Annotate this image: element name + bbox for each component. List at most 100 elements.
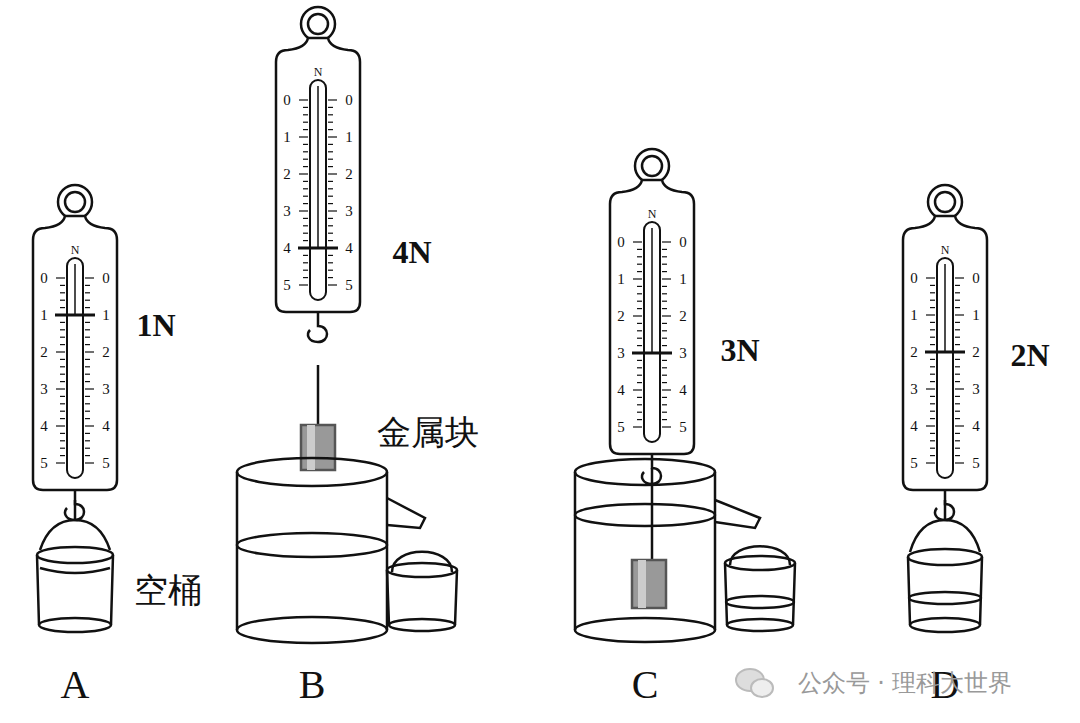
scale-number: 4 <box>972 419 980 434</box>
tick <box>633 389 642 390</box>
tick <box>85 374 90 375</box>
tick <box>303 277 308 278</box>
tick <box>328 188 333 189</box>
tick <box>930 448 935 449</box>
figure-letter: A <box>61 665 90 705</box>
scale-number: 3 <box>283 204 291 219</box>
tick <box>930 322 935 323</box>
tick <box>328 136 337 137</box>
tick <box>328 122 333 123</box>
scale-number: 0 <box>40 271 48 286</box>
tick <box>926 277 935 278</box>
tick <box>662 278 671 279</box>
unit-mark: N <box>71 244 80 256</box>
tick <box>637 286 642 287</box>
tick <box>662 256 667 257</box>
tick <box>56 462 65 463</box>
tick <box>303 240 308 241</box>
tick <box>662 330 667 331</box>
tick <box>930 381 935 382</box>
tick <box>60 329 65 330</box>
tick <box>637 412 642 413</box>
tick <box>85 300 90 301</box>
tick <box>930 300 935 301</box>
tick <box>328 151 333 152</box>
tick <box>328 107 333 108</box>
tick <box>930 307 935 308</box>
tick <box>637 308 642 309</box>
tick <box>662 360 667 361</box>
figure-letter: B <box>299 665 326 705</box>
tick <box>662 375 667 376</box>
scale-panel <box>903 216 987 490</box>
scale-number: 2 <box>972 345 980 360</box>
reading: 1N <box>136 309 175 341</box>
tick <box>85 322 90 323</box>
pointer <box>632 352 672 355</box>
tick <box>662 367 667 368</box>
tick <box>328 144 333 145</box>
tick <box>303 107 308 108</box>
tick <box>56 425 65 426</box>
tick <box>637 301 642 302</box>
spring-scale <box>33 185 117 520</box>
tick <box>303 181 308 182</box>
tick <box>60 292 65 293</box>
tick <box>85 285 90 286</box>
tick <box>955 433 960 434</box>
tick <box>662 286 667 287</box>
scale-number: 4 <box>102 419 110 434</box>
tick <box>328 203 333 204</box>
tick <box>662 412 667 413</box>
tick <box>328 173 337 174</box>
scale-number: 2 <box>283 167 291 182</box>
tick <box>60 300 65 301</box>
tick <box>930 455 935 456</box>
tick <box>662 426 671 427</box>
unit-mark: N <box>314 66 323 78</box>
tick <box>930 337 935 338</box>
tick <box>955 388 964 389</box>
tick <box>328 210 337 211</box>
spring <box>74 264 76 315</box>
tick <box>662 404 667 405</box>
tick <box>60 448 65 449</box>
scale-number: 0 <box>972 271 980 286</box>
tick <box>303 203 308 204</box>
scale-number: 1 <box>972 308 980 323</box>
tick <box>85 337 90 338</box>
reading: 2N <box>1010 339 1049 371</box>
scale-number: 3 <box>345 204 353 219</box>
scale-number: 2 <box>345 167 353 182</box>
tick <box>662 293 667 294</box>
tick <box>955 366 960 367</box>
tick <box>328 181 333 182</box>
tick <box>85 440 90 441</box>
tick <box>328 270 333 271</box>
part-name: 金属块 <box>377 415 479 449</box>
tick <box>955 322 960 323</box>
tick <box>60 337 65 338</box>
ring <box>935 192 955 212</box>
tick <box>926 314 935 315</box>
tick <box>328 159 333 160</box>
tick <box>637 249 642 250</box>
scale-number: 5 <box>40 456 48 471</box>
tick <box>85 425 94 426</box>
tick <box>662 301 667 302</box>
tick <box>955 425 964 426</box>
tick <box>60 433 65 434</box>
tick <box>303 218 308 219</box>
scale-number: 1 <box>617 272 625 287</box>
tick <box>955 448 960 449</box>
tick <box>60 344 65 345</box>
tick <box>662 323 667 324</box>
tick <box>955 329 960 330</box>
tick <box>955 374 960 375</box>
tick <box>955 455 960 456</box>
scale-number: 1 <box>283 130 291 145</box>
tick <box>303 262 308 263</box>
tick <box>955 381 960 382</box>
